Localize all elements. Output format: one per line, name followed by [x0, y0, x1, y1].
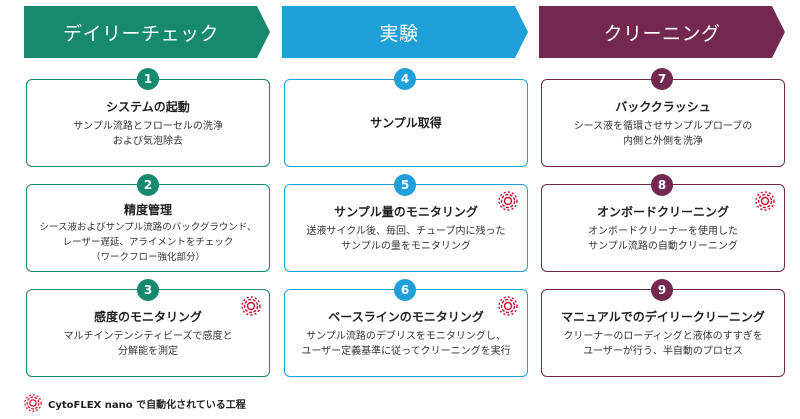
header-experiment: 実験 — [282, 6, 528, 58]
step-desc-line: レーザー遅延、アライメントをチェック — [62, 237, 234, 248]
header-label: 実験 — [379, 22, 419, 45]
step-card-8: オンボードクリーニング オンボードクリーナーを使用した サンプル流路の自動クリー… — [541, 184, 785, 272]
automation-target-icon — [241, 296, 261, 316]
legend-text: CytoFLEX nano で自動化されている工程 — [48, 399, 246, 411]
header-daily-check: デイリーチェック — [24, 6, 270, 58]
step-desc-line: 分解能を測定 — [118, 346, 178, 357]
header-label: クリーニング — [603, 22, 721, 45]
step-number-badge: 6 — [394, 279, 416, 301]
step-desc-line: および気泡除去 — [113, 136, 183, 147]
step-desc-line: サンプル流路の自動クリーニング — [588, 241, 738, 252]
step-desc-line: （ワークフロー強化部分） — [90, 252, 205, 263]
step-title: オンボードクリーニング — [596, 205, 729, 219]
step-title: 感度のモニタリング — [93, 310, 202, 324]
step-title: サンプル量のモニタリング — [334, 205, 478, 219]
step-desc-line: サンプル流路とフローセルの洗浄 — [73, 121, 223, 132]
legend: CytoFLEX nano で自動化されている工程 — [24, 393, 246, 413]
step-number-badge: 9 — [651, 279, 673, 301]
step-number-badge: 1 — [137, 68, 159, 90]
step-title: マニュアルでのデイリークリーニング — [561, 310, 765, 324]
step-desc-line: ユーザー定義基準に従ってクリーニングを実行 — [301, 346, 511, 357]
header-label: デイリーチェック — [62, 22, 219, 45]
step-card-1: システムの起動 サンプル流路とフローセルの洗浄 および気泡除去 — [26, 79, 270, 167]
step-desc-line: シース液を循環させサンプルプローブの — [573, 121, 753, 132]
step-desc-line: クリーナーのローディングと液体のすすぎを — [563, 331, 763, 342]
step-card-9: マニュアルでのデイリークリーニング クリーナーのローディングと液体のすすぎを ユ… — [541, 289, 785, 377]
header-cleaning: クリーニング — [539, 6, 785, 58]
step-desc-line: サンプルの量をモニタリング — [341, 241, 471, 252]
automation-target-icon — [498, 191, 518, 211]
step-number-badge: 3 — [137, 279, 159, 301]
automation-target-icon — [755, 191, 775, 211]
step-desc-line: 送液サイクル後、毎回、チューブ内に残った — [306, 226, 506, 237]
step-title: ベースラインのモニタリング — [328, 310, 484, 324]
step-card-6: ベースラインのモニタリング サンプル流路のデブリスをモニタリングし、 ユーザー定… — [284, 289, 528, 377]
step-title: バッククラッシュ — [615, 100, 711, 114]
automation-target-icon — [498, 296, 518, 316]
step-title: 精度管理 — [123, 203, 172, 217]
step-number-badge: 4 — [394, 68, 416, 90]
step-number-badge: 5 — [394, 174, 416, 196]
step-title: サンプル取得 — [370, 116, 442, 130]
step-desc-line: オンボードクリーナーを使用した — [588, 226, 738, 237]
step-desc-line: サンプル流路のデブリスをモニタリングし、 — [306, 331, 506, 342]
step-card-5: サンプル量のモニタリング 送液サイクル後、毎回、チューブ内に残った サンプルの量… — [284, 184, 528, 272]
automation-target-icon — [24, 394, 42, 412]
step-desc-line: ユーザーが行う、半自動のプロセス — [583, 346, 743, 357]
step-card-3: 感度のモニタリング マルチインテンシティビーズで感度と 分解能を測定 — [26, 289, 270, 377]
step-title: システムの起動 — [106, 100, 190, 114]
step-desc-line: シース液およびサンプル流路のバックグラウンド、 — [39, 222, 257, 233]
step-number-badge: 2 — [137, 174, 159, 196]
step-card-2: 精度管理 シース液およびサンプル流路のバックグラウンド、 レーザー遅延、アライメ… — [26, 184, 270, 272]
step-card-4: サンプル取得 — [284, 79, 528, 167]
step-number-badge: 8 — [651, 174, 673, 196]
step-card-7: バッククラッシュ シース液を循環させサンプルプローブの 内側と外側を洗浄 — [541, 79, 785, 167]
step-desc-line: マルチインテンシティビーズで感度と — [63, 331, 233, 342]
step-desc-line: 内側と外側を洗浄 — [623, 136, 703, 147]
step-number-badge: 7 — [651, 68, 673, 90]
